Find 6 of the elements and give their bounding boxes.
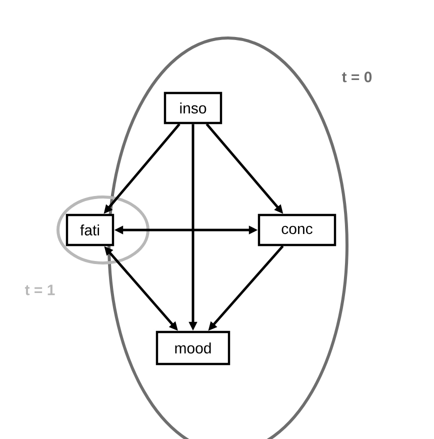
node-box: conc (258, 214, 336, 246)
node-box: fati (66, 214, 114, 246)
ellipse-label: t = 0 (342, 72, 372, 82)
node-box: mood (156, 330, 230, 366)
node-box: inso (164, 92, 222, 124)
ellipse-label: t = 1 (24, 284, 55, 296)
